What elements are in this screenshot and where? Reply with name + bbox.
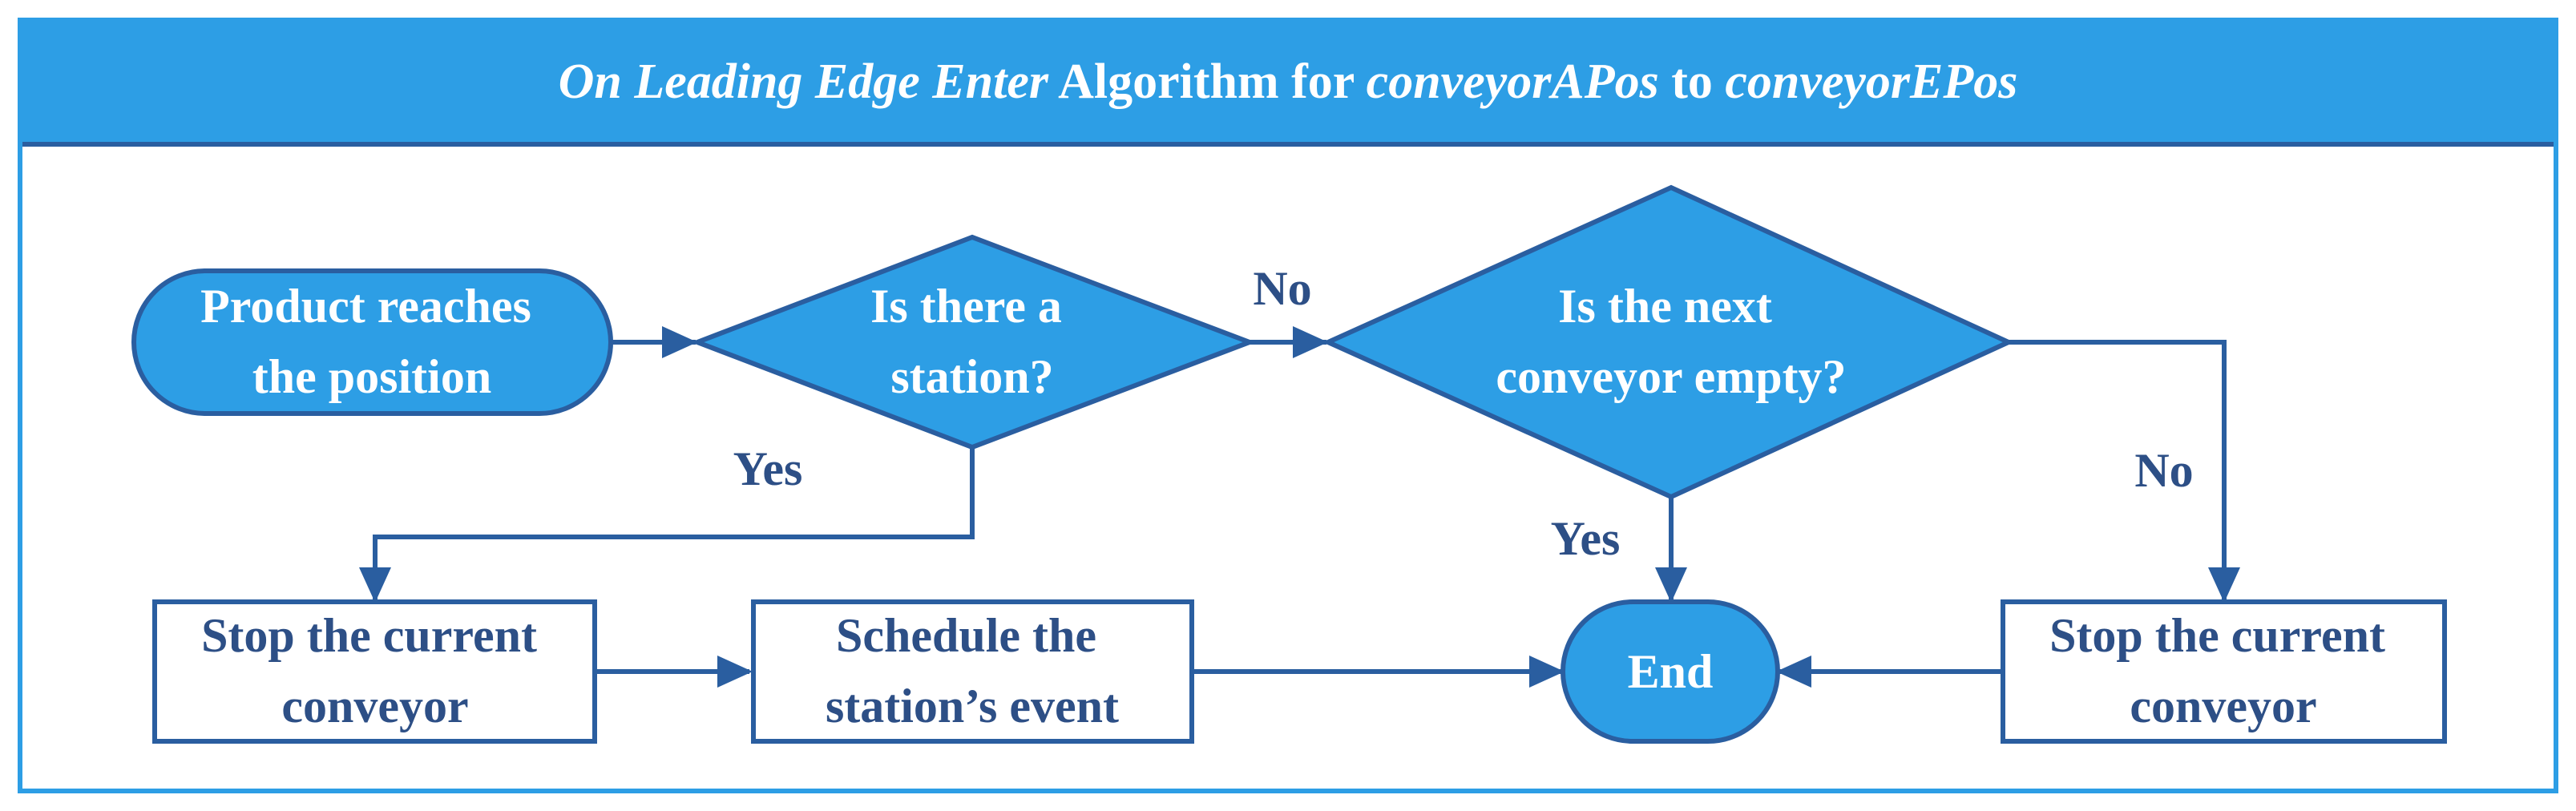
start-label-line-1: Product reaches	[200, 280, 531, 333]
title-connector-2: to	[1658, 54, 1726, 109]
edge-label-station-yes: Yes	[733, 442, 803, 495]
stop-right-line-2: conveyor	[2130, 680, 2316, 732]
next-empty-line-2: conveyor empty?	[1496, 350, 1846, 403]
edge-label-station-no: No	[1253, 262, 1311, 315]
stop-current-left-label: Stop the current conveyor	[201, 609, 549, 732]
arrowheads	[359, 326, 2240, 688]
connectors	[373, 340, 2227, 674]
next-empty-line-1: Is the next	[1558, 280, 1772, 333]
edge-empty-no-to-stop	[2009, 340, 2227, 599]
station-decision-diamond	[690, 234, 1257, 450]
stop-right-line-1: Stop the current	[2049, 609, 2385, 662]
arrowhead-schedule	[717, 656, 753, 688]
schedule-line-2: station’s event	[826, 680, 1119, 732]
edge-labels: No Yes Yes No	[733, 262, 2194, 565]
arrowhead-stop-right	[2208, 567, 2240, 603]
end-terminal	[1561, 599, 1780, 744]
stop-left-line-2: conveyor	[281, 680, 468, 732]
node-labels: Product reaches the position Is there a …	[200, 280, 2397, 732]
end-label: End	[1628, 645, 1714, 698]
arrowhead-end-left	[1529, 656, 1565, 688]
station-decision-label: Is there a station?	[870, 280, 1074, 403]
stop-current-right-box	[2001, 599, 2447, 744]
station-decision-line-2: station?	[890, 350, 1053, 403]
next-empty-decision-label: Is the next conveyor empty?	[1496, 280, 1846, 403]
schedule-event-box	[751, 599, 1194, 744]
title-algorithm-name: On Leading Edge Enter	[558, 54, 1049, 109]
schedule-line-1: Schedule the	[836, 609, 1096, 662]
edge-label-empty-no: No	[2134, 444, 2193, 497]
stop-current-right-label: Stop the current conveyor	[2049, 609, 2397, 732]
arrowhead-end-right	[1776, 656, 1811, 688]
next-empty-decision-diamond	[1322, 184, 2015, 500]
stop-left-line-1: Stop the current	[201, 609, 537, 662]
start-terminal	[131, 268, 613, 416]
title-target-position: conveyorEPos	[1725, 54, 2018, 109]
title-connector-1: Algorithm for	[1048, 54, 1367, 109]
end-label-line-1: End	[1628, 645, 1714, 698]
title-bar: On Leading Edge Enter Algorithm for conv…	[22, 22, 2554, 147]
arrowhead-end-top	[1655, 567, 1687, 603]
edge-label-empty-yes: Yes	[1551, 512, 1621, 565]
edge-station-yes-to-stop	[373, 447, 975, 599]
title-source-position: conveyorAPos	[1366, 54, 1659, 109]
station-decision-line-1: Is there a	[870, 280, 1062, 333]
start-label-line-2: the position	[252, 350, 491, 403]
arrowhead-station	[662, 326, 697, 358]
arrowhead-empty	[1293, 326, 1328, 358]
start-label: Product reaches the position	[200, 280, 543, 403]
arrowhead-stop-left	[359, 567, 391, 603]
stop-current-left-box	[152, 599, 597, 744]
schedule-event-label: Schedule the station’s event	[826, 609, 1119, 732]
